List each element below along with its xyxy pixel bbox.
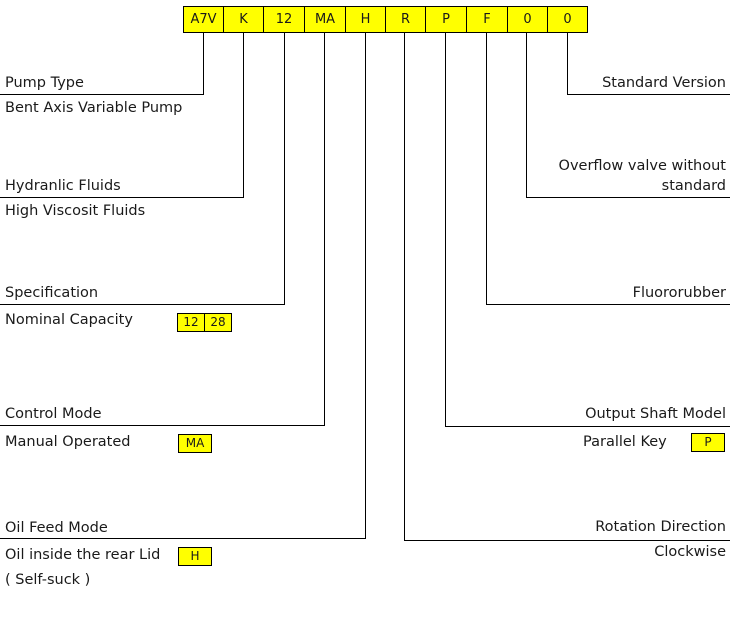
leader-vertical-shaft bbox=[445, 33, 446, 426]
oil-feed-title: Oil Feed Mode bbox=[5, 520, 108, 536]
oil-feed-tag: H bbox=[178, 547, 212, 566]
code-box-size: 12 bbox=[263, 6, 305, 33]
leader-horizontal-shaft bbox=[445, 426, 730, 427]
fluids-value: High Viscosit Fluids bbox=[5, 203, 146, 219]
control-title: Control Mode bbox=[5, 406, 102, 422]
code-box-seal: F bbox=[466, 6, 508, 33]
leader-horizontal-seal bbox=[486, 304, 730, 305]
leader-vertical-fluids bbox=[243, 33, 244, 197]
code-box-shaft: P bbox=[425, 6, 467, 33]
version-title: Standard Version bbox=[602, 75, 726, 91]
leader-horizontal-version bbox=[567, 94, 730, 95]
leader-vertical-oil-feed bbox=[365, 33, 366, 538]
spec-tag-28: 28 bbox=[204, 313, 232, 332]
code-box-valve: 0 bbox=[507, 6, 548, 33]
spec-title: Specification bbox=[5, 285, 99, 301]
leader-vertical-control bbox=[324, 33, 325, 425]
leader-vertical-rotation bbox=[404, 33, 405, 540]
overflow-line-1: Overflow valve without bbox=[558, 158, 726, 174]
code-box-series: A7V bbox=[183, 6, 224, 33]
pump-type-value: Bent Axis Variable Pump bbox=[5, 100, 183, 116]
overflow-line-2: standard bbox=[661, 178, 726, 194]
code-box-control: MA bbox=[304, 6, 346, 33]
shaft-title: Output Shaft Model bbox=[585, 406, 726, 422]
leader-horizontal-fluids bbox=[0, 197, 244, 198]
pump-type-title: Pump Type bbox=[5, 75, 84, 91]
leader-vertical-spec bbox=[284, 33, 285, 304]
code-box-fluid: K bbox=[223, 6, 264, 33]
oil-feed-note: ( Self-suck ) bbox=[5, 572, 91, 588]
leader-horizontal-control bbox=[0, 425, 325, 426]
leader-vertical-seal bbox=[486, 33, 487, 304]
leader-horizontal-oil-feed bbox=[0, 538, 366, 539]
leader-horizontal-pump-type bbox=[0, 94, 204, 95]
code-box-oil-feed: H bbox=[345, 6, 386, 33]
leader-vertical-version bbox=[567, 33, 568, 94]
seal-title: Fluororubber bbox=[632, 285, 726, 301]
code-box-version: 0 bbox=[547, 6, 588, 33]
leader-horizontal-spec bbox=[0, 304, 285, 305]
spec-tag-12: 12 bbox=[177, 313, 205, 332]
shaft-tag: P bbox=[691, 433, 725, 452]
shaft-value: Parallel Key bbox=[583, 434, 667, 450]
leader-vertical-pump-type bbox=[203, 33, 204, 94]
control-value: Manual Operated bbox=[5, 434, 131, 450]
oil-feed-value: Oil inside the rear Lid bbox=[5, 547, 161, 563]
rotation-value: Clockwise bbox=[654, 544, 726, 560]
leader-horizontal-valve bbox=[526, 197, 730, 198]
control-tag: MA bbox=[178, 434, 212, 453]
fluids-title: Hydranlic Fluids bbox=[5, 178, 121, 194]
leader-horizontal-rotation bbox=[404, 540, 730, 541]
leader-vertical-valve bbox=[526, 33, 527, 197]
rotation-title: Rotation Direction bbox=[595, 519, 726, 535]
code-box-rotation: R bbox=[385, 6, 426, 33]
spec-value: Nominal Capacity bbox=[5, 312, 133, 328]
